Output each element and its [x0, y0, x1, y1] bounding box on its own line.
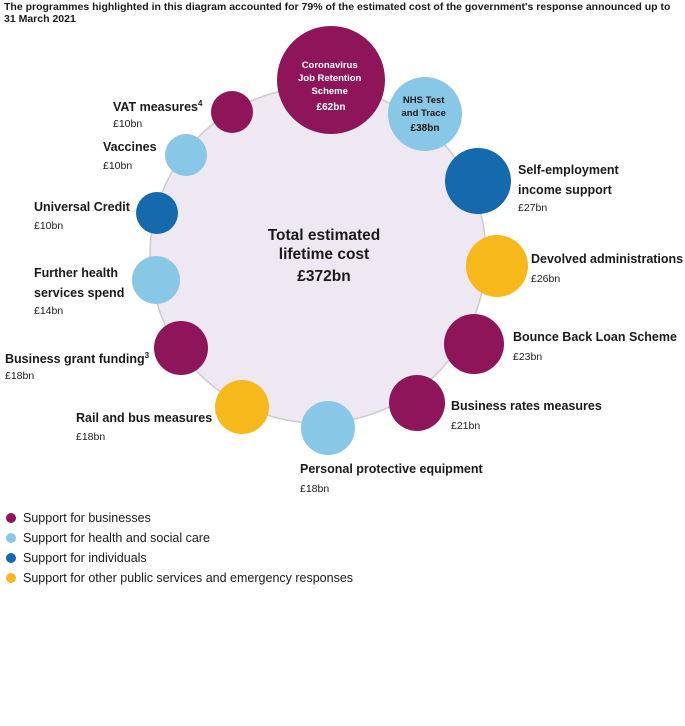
label-devolved: Devolved administrations	[531, 252, 684, 266]
center-total: Total estimated lifetime cost £372bn	[234, 226, 414, 286]
label-rail-bus: Rail and bus measures	[76, 411, 213, 425]
cjrs-bubble-label: Coronavirus Job Retention Scheme £62bn	[298, 60, 364, 113]
value-devolved: £26bn	[531, 273, 561, 285]
label-ppe: Personal protective equipment	[300, 462, 483, 476]
value-rail-bus: £18bn	[76, 431, 106, 443]
value-business-grant: £18bn	[5, 370, 35, 382]
bubble-ppe	[301, 401, 355, 455]
bubble-grant	[154, 321, 208, 375]
bubble-devolved	[466, 235, 528, 297]
value-business-rates: £21bn	[451, 420, 481, 432]
legend-label: Support for businesses	[23, 511, 151, 525]
center-line-1: Total estimated	[267, 227, 381, 244]
label-universal-credit: Universal Credit	[34, 200, 130, 214]
legend-label: Support for health and social care	[23, 531, 210, 545]
bubble-cjrs	[277, 26, 385, 134]
legend-dot-individuals	[6, 553, 16, 563]
bubble-seiss	[445, 148, 511, 214]
value-bbls: £23bn	[513, 351, 543, 363]
value-vaccines: £10bn	[103, 160, 133, 172]
bubble-vat	[211, 91, 253, 133]
legend-dot-businesses	[6, 513, 16, 523]
value-further-health: £14bn	[34, 305, 64, 317]
label-vat: VAT measures4	[113, 99, 203, 114]
center-value: £372bn	[297, 268, 351, 285]
bubble-vaccines	[165, 134, 207, 176]
legend-item-businesses: Support for businesses	[6, 508, 353, 528]
label-business-grant: Business grant funding3	[5, 351, 150, 366]
center-line-2: lifetime cost	[278, 246, 370, 263]
bubble-rates	[389, 375, 445, 431]
legend-dot-health	[6, 533, 16, 543]
bubble-nhs	[388, 77, 462, 151]
nhs-bubble-label: NHS Test and Trace £38bn	[402, 95, 449, 134]
bubble-bbls	[444, 314, 504, 374]
value-seiss: £27bn	[518, 202, 548, 214]
legend-dot-other	[6, 573, 16, 583]
value-universal-credit: £10bn	[34, 220, 64, 232]
legend: Support for businesses Support for healt…	[6, 508, 353, 588]
value-ppe: £18bn	[300, 483, 330, 495]
bubble-further	[132, 256, 180, 304]
value-vat: £10bn	[113, 118, 143, 130]
bubble-rail	[215, 380, 269, 434]
legend-label: Support for other public services and em…	[23, 571, 354, 585]
label-business-rates: Business rates measures	[451, 399, 602, 413]
legend-item-health: Support for health and social care	[6, 528, 353, 548]
label-bbls: Bounce Back Loan Scheme	[513, 330, 677, 344]
legend-item-individuals: Support for individuals	[6, 548, 353, 568]
legend-label: Support for individuals	[23, 551, 147, 565]
bubble-uc	[136, 192, 178, 234]
legend-item-other: Support for other public services and em…	[6, 568, 353, 588]
diagram-title: The programmes highlighted in this diagr…	[4, 1, 671, 25]
label-vaccines: Vaccines	[103, 140, 157, 154]
